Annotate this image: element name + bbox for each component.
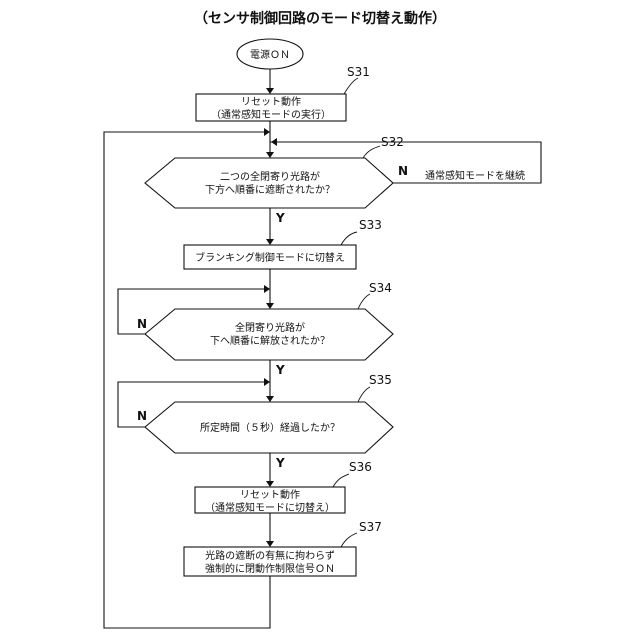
s35-leader bbox=[358, 387, 370, 402]
s32-step-label: S32 bbox=[381, 135, 404, 149]
s34-no-label: N bbox=[137, 317, 147, 331]
s34-line-2: 下へ順番に解放されたか？ bbox=[210, 334, 330, 347]
s34-decision bbox=[145, 309, 393, 360]
s34-yes-label: Y bbox=[275, 363, 285, 377]
s35-step-label: S35 bbox=[369, 373, 392, 387]
s33-leader bbox=[341, 232, 357, 245]
s37-leader bbox=[341, 533, 357, 547]
s36-line-2: （通常感知モードに切替え） bbox=[205, 501, 335, 514]
s31-step-label: S31 bbox=[347, 65, 370, 79]
s32-no-label: N bbox=[398, 164, 408, 178]
s34-line-1: 全閉寄り光路が bbox=[235, 321, 305, 334]
s32-leader bbox=[363, 146, 380, 158]
s31-line-2: （通常感知モードの実行） bbox=[211, 108, 331, 121]
s37-step-label: S37 bbox=[359, 520, 382, 534]
s31-leader bbox=[344, 78, 358, 94]
s32-decision bbox=[145, 158, 393, 208]
s37-line-1: 光路の遮断の有無に拘わらず bbox=[205, 549, 335, 562]
s35-no-label: N bbox=[137, 409, 147, 423]
s33-line-1: ブランキング制御モードに切替え bbox=[195, 251, 345, 264]
diagram-title: （センサ制御回路のモード切替え動作） bbox=[194, 10, 446, 27]
s32-yes-label: Y bbox=[275, 211, 285, 225]
s34-leader bbox=[358, 294, 370, 309]
s34-step-label: S34 bbox=[369, 281, 392, 295]
s31-line-1: リセット動作 bbox=[241, 95, 301, 108]
main-connectors bbox=[266, 69, 274, 547]
s32-line-1: 二つの全閉寄り光路が bbox=[220, 170, 320, 183]
s32-no-note: 通常感知モードを継続 bbox=[425, 169, 525, 182]
s35-line-1: 所定時間（５秒）経過したか？ bbox=[200, 421, 340, 434]
s36-step-label: S36 bbox=[349, 460, 372, 474]
start-label: 電源ＯＮ bbox=[250, 48, 290, 61]
s36-leader bbox=[333, 474, 349, 487]
s33-step-label: S33 bbox=[359, 218, 382, 232]
s35-yes-label: Y bbox=[275, 456, 285, 470]
s32-line-2: 下方へ順番に遮断されたか？ bbox=[205, 183, 335, 196]
s36-line-1: リセット動作 bbox=[240, 488, 300, 501]
s37-line-2: 強制的に閉動作制限信号ＯＮ bbox=[205, 562, 335, 575]
